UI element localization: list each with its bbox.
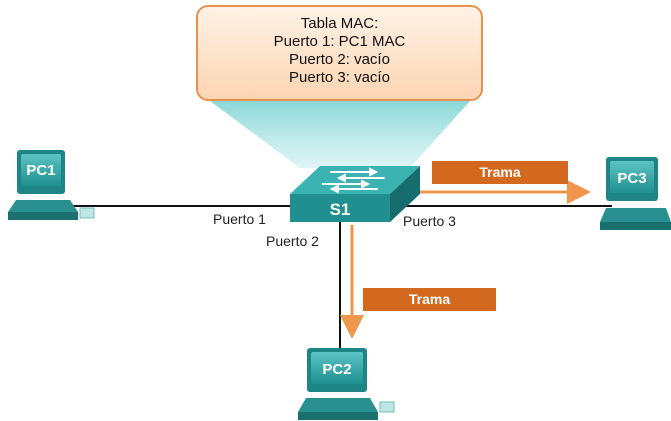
pc2-label: PC2 bbox=[322, 361, 351, 378]
pc3-label: PC3 bbox=[617, 170, 646, 187]
port2-label: Puerto 2 bbox=[266, 233, 319, 249]
pc1-label: PC1 bbox=[26, 162, 55, 179]
switch-s1-icon[interactable]: S1 bbox=[290, 166, 420, 222]
frame-label-to-pc2: Trama bbox=[363, 288, 496, 311]
pc3-icon[interactable]: PC3 bbox=[600, 157, 671, 230]
callout-beam bbox=[210, 101, 470, 168]
pc1-icon[interactable]: PC1 bbox=[8, 150, 95, 220]
port1-label: Puerto 1 bbox=[213, 211, 266, 227]
mac-table-entry-port2: Puerto 2: vacío bbox=[289, 51, 390, 68]
pc2-icon[interactable]: PC2 bbox=[298, 348, 395, 420]
mac-table-title: Tabla MAC: bbox=[300, 15, 379, 32]
switch-label: S1 bbox=[330, 200, 351, 219]
mac-table-entry-port3: Puerto 3: vacío bbox=[289, 69, 390, 86]
port3-label: Puerto 3 bbox=[403, 213, 456, 229]
mac-table-entry-port1: Puerto 1: PC1 MAC bbox=[273, 33, 406, 50]
mac-table-callout: Tabla MAC: Puerto 1: PC1 MAC Puerto 2: v… bbox=[196, 5, 483, 101]
frame-label-to-pc3: Trama bbox=[432, 161, 568, 184]
